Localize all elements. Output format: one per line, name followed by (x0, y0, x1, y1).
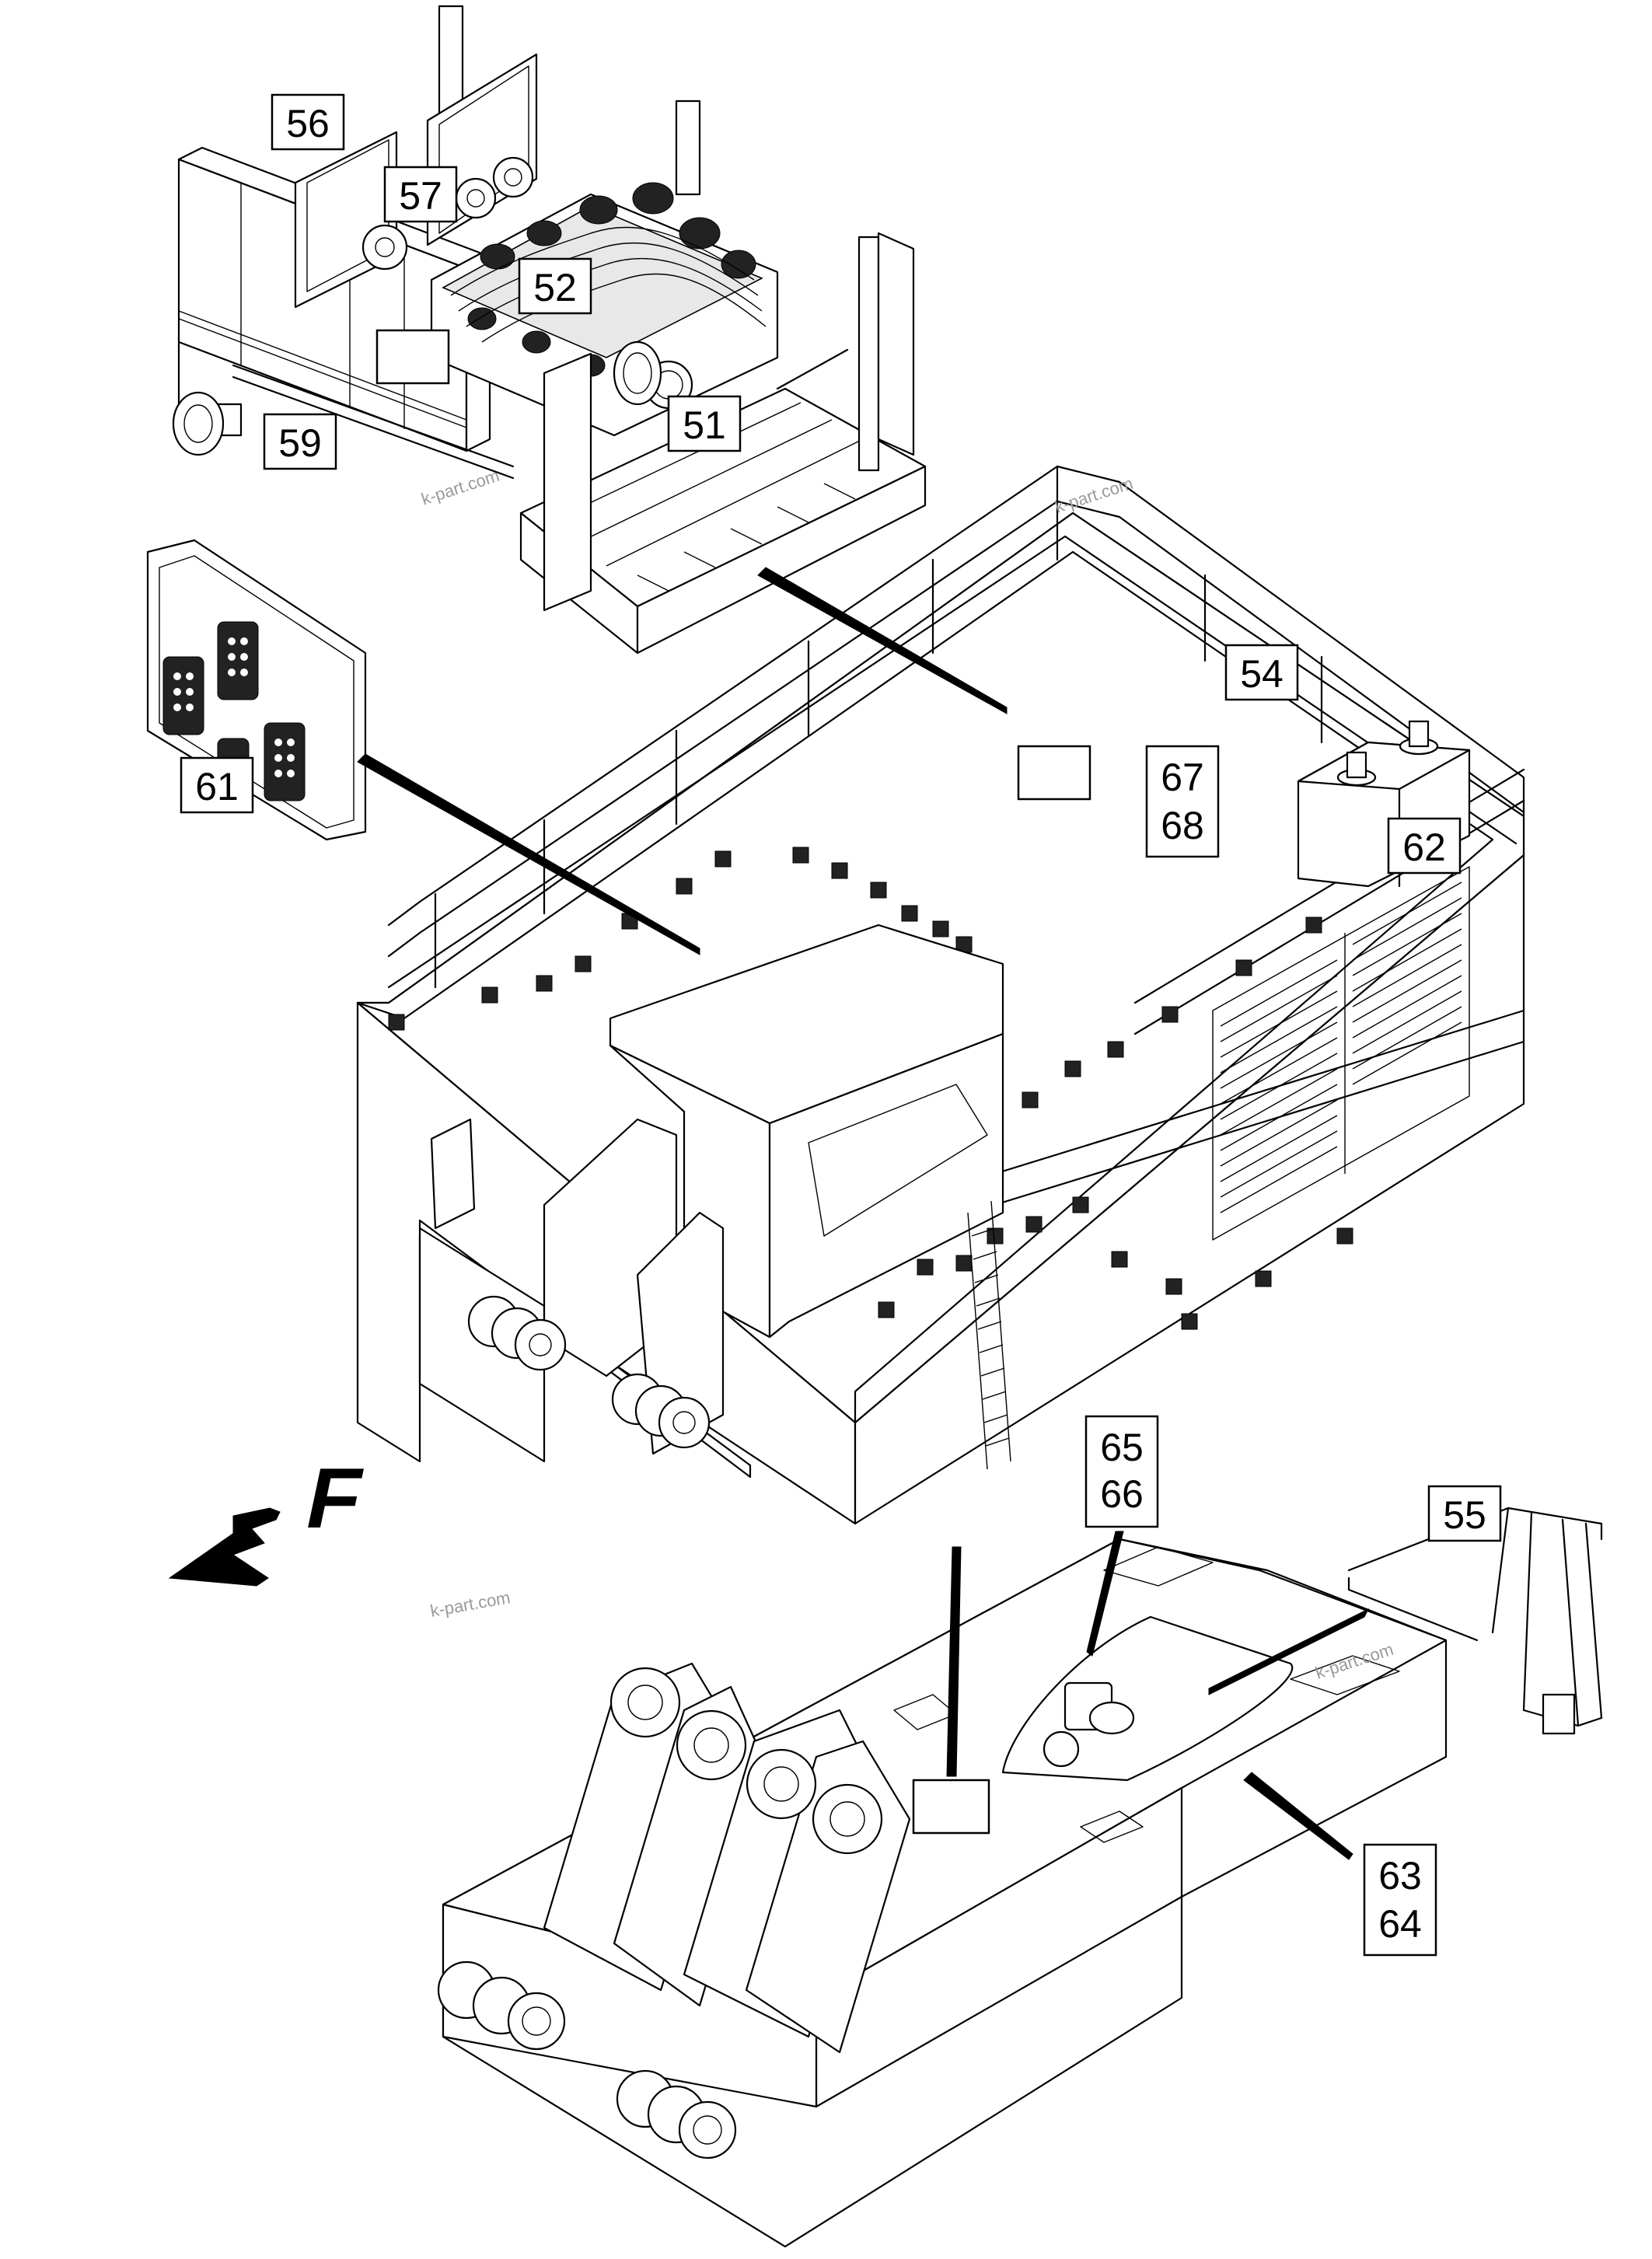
callout-59-text: 59 (278, 421, 322, 465)
callout-67-text: 67 (1161, 756, 1204, 799)
callout-54-text: 54 (1240, 652, 1284, 696)
callout-63-64: 63 64 (1363, 1843, 1437, 1957)
callout-labels: 56 57 52 51 59 54 61 67 68 (180, 93, 1502, 1957)
callout-54: 54 (1224, 644, 1299, 701)
callout-65-text: 65 (1100, 1426, 1144, 1469)
blank-label-box (1017, 745, 1091, 801)
callout-52-text: 52 (533, 266, 577, 309)
blank-label-boxes (375, 329, 1091, 1835)
blank-label-box (912, 1779, 990, 1835)
callout-56-text: 56 (286, 102, 330, 145)
callout-51-text: 51 (683, 403, 726, 447)
callout-63-text: 63 (1378, 1854, 1422, 1898)
callout-57-text: 57 (399, 174, 442, 218)
main-machinery-house (356, 465, 1525, 1525)
callout-61-text: 61 (195, 765, 239, 808)
carbody-assembly (437, 1507, 1603, 2248)
callout-55: 55 (1427, 1485, 1502, 1542)
front-marker-label: F (299, 1450, 371, 1546)
callout-56: 56 (271, 93, 345, 151)
callout-52: 52 (518, 257, 592, 315)
callout-62: 62 (1387, 817, 1462, 875)
callout-51: 51 (667, 395, 742, 452)
callout-57: 57 (383, 166, 458, 223)
watermark-text: k-part.com (419, 466, 502, 509)
watermark-text: k-part.com (429, 1587, 512, 1621)
callout-59: 59 (263, 413, 337, 470)
callout-62-text: 62 (1402, 826, 1446, 869)
leader-arrows (357, 567, 1370, 1860)
callout-61: 61 (180, 756, 254, 814)
callout-64-text: 64 (1378, 1902, 1422, 1946)
callout-55-text: 55 (1443, 1493, 1486, 1537)
front-direction-marker: F (168, 1450, 371, 1587)
blank-label-box (375, 329, 450, 385)
callout-65-66: 65 66 (1084, 1415, 1159, 1528)
callout-68-text: 68 (1161, 804, 1204, 847)
callout-66-text: 66 (1100, 1472, 1144, 1516)
callout-67-68: 67 68 (1145, 745, 1220, 858)
